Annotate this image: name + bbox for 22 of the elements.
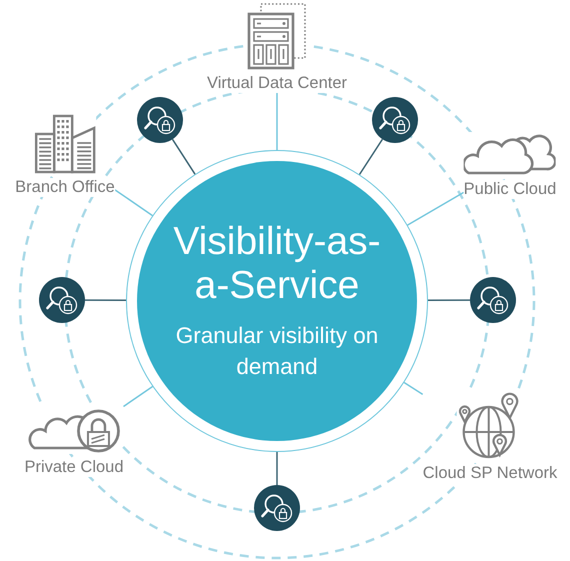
node-label: Private Cloud [24,458,124,477]
connector-line [276,452,278,485]
connector-line [172,138,196,175]
magnifier-lock-icon [372,97,418,143]
node-label: Cloud SP Network [422,464,558,483]
connector-line [85,299,126,302]
magnifier-lock-icon [39,277,85,323]
magnifier-lock-icon [470,277,516,323]
connector-line [276,93,278,150]
connector-line [404,382,424,396]
node-label: Branch Office [15,178,115,197]
hub-subtitle: Granular visibility on demand [174,322,380,381]
node-label: Virtual Data Center [206,74,348,93]
magnifier-lock-icon [137,97,183,143]
magnifier-lock-icon [254,485,300,531]
connector-line [358,138,384,175]
connector-line [407,192,464,226]
connector-line [114,189,153,216]
connector-line [428,299,470,302]
hub-title: Visibility-as-a-Service [172,220,382,308]
connector-line [123,386,154,408]
node-label: Public Cloud [464,180,556,199]
